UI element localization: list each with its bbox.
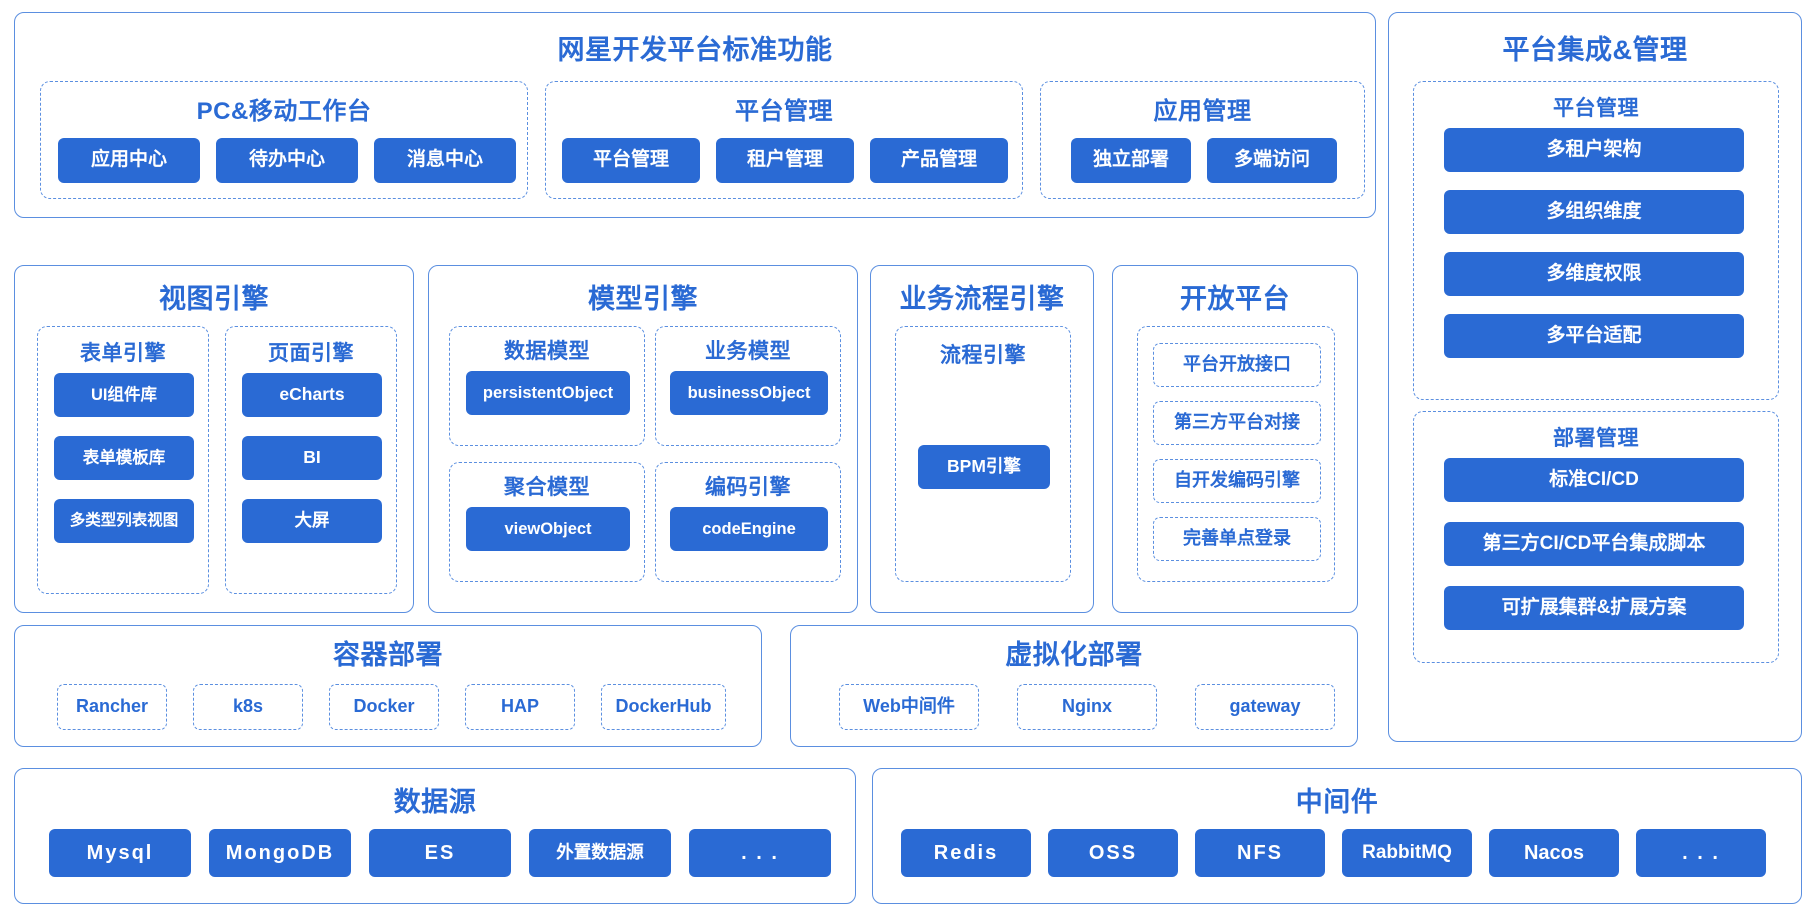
chip-multi-client-access[interactable]: 多端访问	[1207, 138, 1337, 183]
datasource-panel: 数据源 Mysql MongoDB ES 外置数据源 . . .	[14, 768, 856, 904]
chip-rabbitmq[interactable]: RabbitMQ	[1342, 829, 1472, 877]
open-platform-title: 开放平台	[1180, 284, 1290, 314]
chip-multi-dimension-permission[interactable]: 多维度权限	[1444, 252, 1744, 296]
ochip-complete-sso[interactable]: 完善单点登录	[1153, 517, 1321, 561]
chip-datasource-more[interactable]: . . .	[689, 829, 831, 877]
chip-ui-component-library[interactable]: UI组件库	[54, 373, 194, 417]
ochip-docker[interactable]: Docker	[329, 684, 439, 730]
subgroup-form-engine-title: 表单引擎	[80, 342, 166, 365]
model-engine-title: 模型引擎	[588, 284, 698, 314]
chip-tenant-management[interactable]: 租户管理	[716, 138, 854, 183]
ochip-k8s[interactable]: k8s	[193, 684, 303, 730]
view-engine-title: 视图引擎	[159, 284, 269, 314]
virtualization-deployment-title: 虚拟化部署	[1005, 640, 1143, 670]
chip-nfs[interactable]: NFS	[1195, 829, 1325, 877]
subgroup-flow-engine-title: 流程引擎	[940, 344, 1026, 367]
subgroup-aggregate-model-title: 聚合模型	[504, 476, 590, 499]
chip-echarts[interactable]: eCharts	[242, 373, 382, 417]
group-pc-mobile-workbench: PC&移动工作台 应用中心 待办中心 消息中心	[40, 81, 528, 199]
group-application-management-title: 应用管理	[1153, 98, 1252, 125]
subgroup-business-model-title: 业务模型	[705, 340, 791, 363]
open-platform-items-group: 平台开放接口 第三方平台对接 自开发编码引擎 完善单点登录	[1137, 326, 1335, 582]
group-application-management: 应用管理 独立部署 多端访问	[1040, 81, 1365, 199]
chip-bpm-engine[interactable]: BPM引擎	[918, 445, 1050, 489]
ochip-gateway[interactable]: gateway	[1195, 684, 1335, 730]
chip-standard-cicd[interactable]: 标准CI/CD	[1444, 458, 1744, 502]
chip-big-screen[interactable]: 大屏	[242, 499, 382, 543]
group-pc-mobile-workbench-title: PC&移动工作台	[196, 98, 372, 125]
subgroup-code-engine-title: 编码引擎	[705, 476, 791, 499]
chip-thirdparty-cicd-script[interactable]: 第三方CI/CD平台集成脚本	[1444, 522, 1744, 566]
chip-business-object[interactable]: businessObject	[670, 371, 828, 415]
container-deployment-title: 容器部署	[333, 640, 443, 670]
middleware-panel: 中间件 Redis OSS NFS RabbitMQ Nacos . . .	[872, 768, 1802, 904]
group-platform-management: 平台管理 平台管理 租户管理 产品管理	[545, 81, 1023, 199]
subgroup-data-model-title: 数据模型	[504, 340, 590, 363]
subgroup-flow-engine: 流程引擎 BPM引擎	[895, 326, 1071, 582]
chip-multi-platform-adaptation[interactable]: 多平台适配	[1444, 314, 1744, 358]
datasource-title: 数据源	[393, 787, 477, 817]
chip-multi-type-list-view[interactable]: 多类型列表视图	[54, 499, 194, 543]
chip-message-center[interactable]: 消息中心	[374, 138, 516, 183]
chip-platform-management[interactable]: 平台管理	[562, 138, 700, 183]
chip-multi-tenant-arch[interactable]: 多租户架构	[1444, 128, 1744, 172]
view-engine-panel: 视图引擎 表单引擎 UI组件库 表单模板库 多类型列表视图 页面引擎 eChar…	[14, 265, 414, 613]
chip-bi[interactable]: BI	[242, 436, 382, 480]
virtualization-deployment-panel: 虚拟化部署 Web中间件 Nginx gateway	[790, 625, 1358, 747]
chip-view-object[interactable]: viewObject	[466, 507, 630, 551]
ochip-rancher[interactable]: Rancher	[57, 684, 167, 730]
chip-form-template-library[interactable]: 表单模板库	[54, 436, 194, 480]
container-deployment-panel: 容器部署 Rancher k8s Docker HAP DockerHub	[14, 625, 762, 747]
ochip-platform-open-api[interactable]: 平台开放接口	[1153, 343, 1321, 387]
chip-oss[interactable]: OSS	[1048, 829, 1178, 877]
ochip-thirdparty-platform-integration[interactable]: 第三方平台对接	[1153, 401, 1321, 445]
subgroup-page-engine: 页面引擎 eCharts BI 大屏	[225, 326, 397, 594]
ochip-nginx[interactable]: Nginx	[1017, 684, 1157, 730]
chip-todo-center[interactable]: 待办中心	[216, 138, 358, 183]
chip-es[interactable]: ES	[369, 829, 511, 877]
process-engine-title: 业务流程引擎	[899, 284, 1065, 314]
chip-mongodb[interactable]: MongoDB	[209, 829, 351, 877]
platform-integration-title: 平台集成&管理	[1502, 35, 1688, 65]
subgroup-form-engine: 表单引擎 UI组件库 表单模板库 多类型列表视图	[37, 326, 209, 594]
subgroup-data-model: 数据模型 persistentObject	[449, 326, 645, 446]
chip-independent-deploy[interactable]: 独立部署	[1071, 138, 1191, 183]
group-platform-management-title: 平台管理	[735, 98, 833, 125]
platform-integration-panel: 平台集成&管理 平台管理 多租户架构 多组织维度 多维度权限 多平台适配 部署管…	[1388, 12, 1802, 742]
chip-code-engine[interactable]: codeEngine	[670, 507, 828, 551]
standard-platform-title: 网星开发平台标准功能	[557, 35, 833, 65]
integration-group-platform-management: 平台管理 多租户架构 多组织维度 多维度权限 多平台适配	[1413, 81, 1779, 400]
chip-nacos[interactable]: Nacos	[1489, 829, 1619, 877]
ochip-dockerhub[interactable]: DockerHub	[601, 684, 726, 730]
chip-multi-org-dimension[interactable]: 多组织维度	[1444, 190, 1744, 234]
subgroup-code-engine: 编码引擎 codeEngine	[655, 462, 841, 582]
integration-group-deploy-management: 部署管理 标准CI/CD 第三方CI/CD平台集成脚本 可扩展集群&扩展方案	[1413, 411, 1779, 663]
chip-product-management[interactable]: 产品管理	[870, 138, 1008, 183]
chip-redis[interactable]: Redis	[901, 829, 1031, 877]
ochip-hap[interactable]: HAP	[465, 684, 575, 730]
model-engine-panel: 模型引擎 数据模型 persistentObject 业务模型 business…	[428, 265, 858, 613]
chip-scalable-cluster[interactable]: 可扩展集群&扩展方案	[1444, 586, 1744, 630]
subgroup-business-model: 业务模型 businessObject	[655, 326, 841, 446]
chip-mysql[interactable]: Mysql	[49, 829, 191, 877]
chip-app-center[interactable]: 应用中心	[58, 138, 200, 183]
subgroup-aggregate-model: 聚合模型 viewObject	[449, 462, 645, 582]
standard-platform-panel: 网星开发平台标准功能 PC&移动工作台 应用中心 待办中心 消息中心 平台管理 …	[14, 12, 1376, 218]
ochip-self-developed-code-engine[interactable]: 自开发编码引擎	[1153, 459, 1321, 503]
integration-group-deploy-management-title: 部署管理	[1553, 427, 1639, 450]
middleware-title: 中间件	[1295, 787, 1379, 817]
chip-external-datasource[interactable]: 外置数据源	[529, 829, 671, 877]
process-engine-panel: 业务流程引擎 流程引擎 BPM引擎	[870, 265, 1094, 613]
subgroup-page-engine-title: 页面引擎	[268, 342, 354, 365]
ochip-web-middleware[interactable]: Web中间件	[839, 684, 979, 730]
chip-middleware-more[interactable]: . . .	[1636, 829, 1766, 877]
chip-persistent-object[interactable]: persistentObject	[466, 371, 630, 415]
open-platform-panel: 开放平台 平台开放接口 第三方平台对接 自开发编码引擎 完善单点登录	[1112, 265, 1358, 613]
integration-group-platform-management-title: 平台管理	[1553, 97, 1639, 120]
